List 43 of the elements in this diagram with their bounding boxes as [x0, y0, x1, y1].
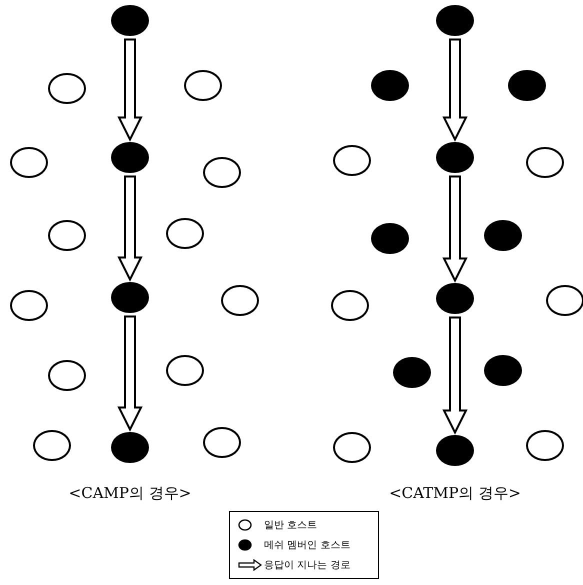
host-circle	[221, 284, 259, 316]
member-host-circle	[111, 282, 149, 312]
caption: <CATMP의 경우>	[389, 484, 521, 503]
host-circle	[184, 70, 222, 100]
member-host-circle	[371, 222, 409, 254]
caption: <CAMP의 경우>	[68, 484, 192, 503]
legend-label: 메쉬 멤버인 호스트	[264, 539, 350, 552]
member-host-circle	[508, 70, 546, 100]
host-circle	[166, 218, 204, 248]
block-arrow	[442, 316, 468, 435]
legend-label: 일반 호스트	[264, 519, 318, 532]
host-circle	[333, 432, 371, 462]
member-host-circle	[436, 282, 474, 314]
host-circle	[33, 430, 71, 460]
block-arrow	[117, 176, 143, 282]
host-circle	[331, 290, 369, 320]
legend-label: 응답이 지나는 경로	[264, 559, 350, 572]
host-circle	[48, 220, 86, 250]
host-circle	[10, 290, 48, 320]
member-host-circle	[436, 142, 474, 172]
member-host-circle	[436, 434, 474, 466]
host-circle	[166, 354, 204, 386]
block-arrow	[117, 316, 143, 432]
host-circle	[203, 156, 241, 188]
member-host-circle	[111, 142, 149, 172]
host-circle	[333, 144, 371, 176]
host-circle	[526, 430, 564, 460]
member-host-circle	[393, 356, 431, 388]
member-host-circle	[484, 354, 522, 386]
host-circle	[10, 146, 48, 178]
host-circle	[546, 284, 583, 316]
member-host-circle	[111, 432, 149, 462]
block-arrow	[442, 176, 468, 283]
host-circle	[526, 146, 564, 178]
member-host-circle	[371, 70, 409, 100]
member-host-circle	[111, 4, 149, 36]
host-circle	[48, 360, 86, 390]
block-arrow	[117, 38, 143, 142]
host-circle	[48, 72, 86, 104]
block-arrow	[442, 38, 468, 142]
member-host-circle	[484, 220, 522, 250]
member-host-circle	[436, 4, 474, 36]
host-circle	[203, 426, 241, 458]
